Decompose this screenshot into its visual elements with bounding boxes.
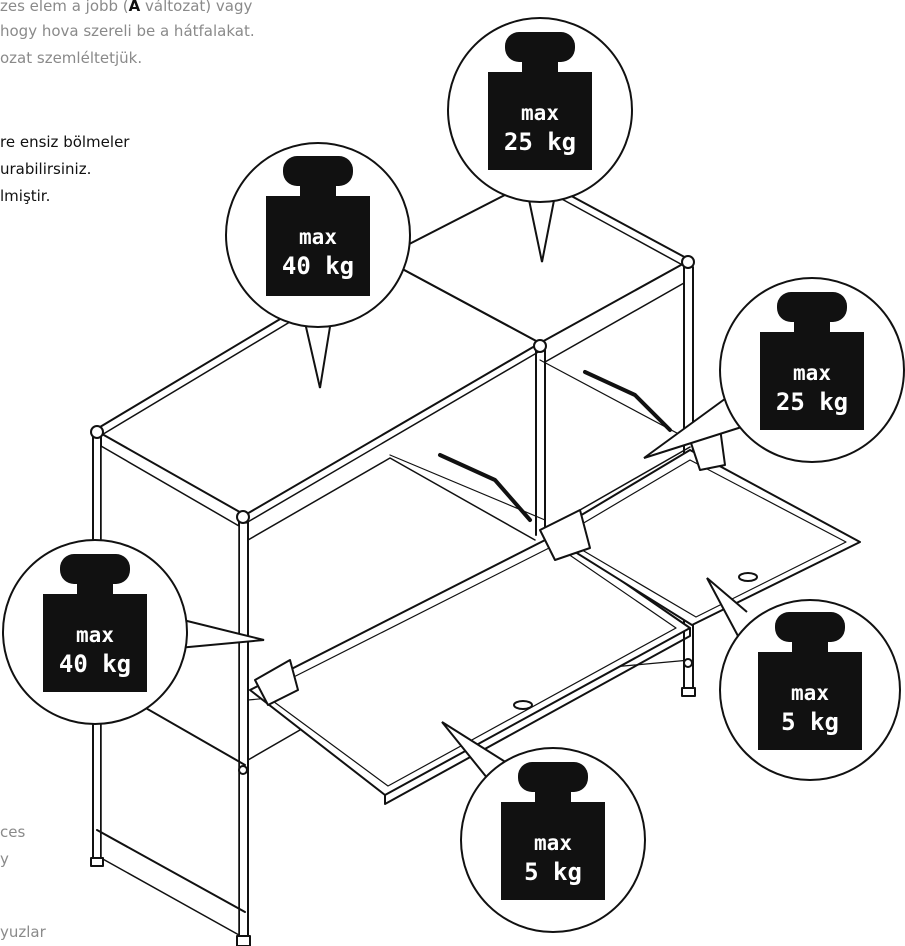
intro-text-bold: A: [128, 0, 141, 15]
foot-front-center: [236, 935, 251, 946]
intro-text-line-3: ozat szemléltetjük.: [0, 49, 143, 67]
note-text-line-3: lmiştir.: [0, 187, 51, 205]
bottom-text-line-3: yuzlar: [0, 923, 46, 941]
weight-line2: 5 kg: [781, 708, 839, 736]
hinge-lower-right: [539, 509, 591, 561]
note-text-line-2: urabilirsiniz.: [0, 160, 92, 178]
post-mid: [535, 344, 546, 536]
weight-icon: [758, 652, 862, 750]
intro-text-line-1: zes elem a jobb (A változat) vagy: [0, 0, 252, 19]
post-front-center: [238, 516, 249, 941]
weight-callout-left-middle: max 40 kg: [2, 539, 265, 725]
weight-line2: 40 kg: [59, 650, 131, 678]
hinge-lower-left: [254, 659, 299, 706]
weight-handle-icon: [518, 762, 588, 792]
weight-handle-icon: [283, 156, 353, 186]
weight-line1: max: [534, 831, 572, 855]
foot-right: [681, 687, 696, 697]
weight-icon: [760, 332, 864, 430]
weight-handle-icon: [777, 292, 847, 322]
weight-line1: max: [299, 225, 337, 249]
weight-icon: [266, 196, 370, 296]
weight-icon: [43, 594, 147, 692]
weight-line2: 25 kg: [504, 128, 576, 156]
flap-upper: [547, 449, 861, 626]
bottom-text-line-2: y: [0, 850, 9, 868]
shelf-unit-drawing: [90, 177, 861, 946]
intro-text-line-2: hogy hova szereli be a hátfalakat.: [0, 22, 255, 40]
weight-callout-top-left: max 40 kg: [225, 142, 411, 389]
intro-text-post: változat) vagy: [140, 0, 253, 15]
note-text-line-1: re ensiz bölmeler: [0, 133, 130, 151]
weight-handle-icon: [505, 32, 575, 62]
weight-line2: 40 kg: [282, 252, 354, 280]
foot-front-left: [90, 857, 104, 867]
weight-callout-bottom-center: max 5 kg: [441, 721, 646, 933]
intro-text-pre: zes elem a jobb (: [0, 0, 129, 15]
weight-callout-right-upper: max 25 kg: [643, 277, 905, 463]
weight-icon: [488, 72, 592, 170]
weight-line1: max: [793, 361, 831, 385]
weight-line2: 5 kg: [524, 858, 582, 886]
weight-line1: max: [791, 681, 829, 705]
weight-line1: max: [521, 101, 559, 125]
weight-line2: 25 kg: [776, 388, 848, 416]
weight-handle-icon: [775, 612, 845, 642]
weight-handle-icon: [60, 554, 130, 584]
weight-line1: max: [76, 623, 114, 647]
weight-icon: [501, 802, 605, 900]
weight-callout-right-lower: max 5 kg: [706, 577, 901, 781]
weight-callout-top-center: max 25 kg: [447, 17, 633, 263]
bottom-text-line-1: ces: [0, 823, 26, 841]
